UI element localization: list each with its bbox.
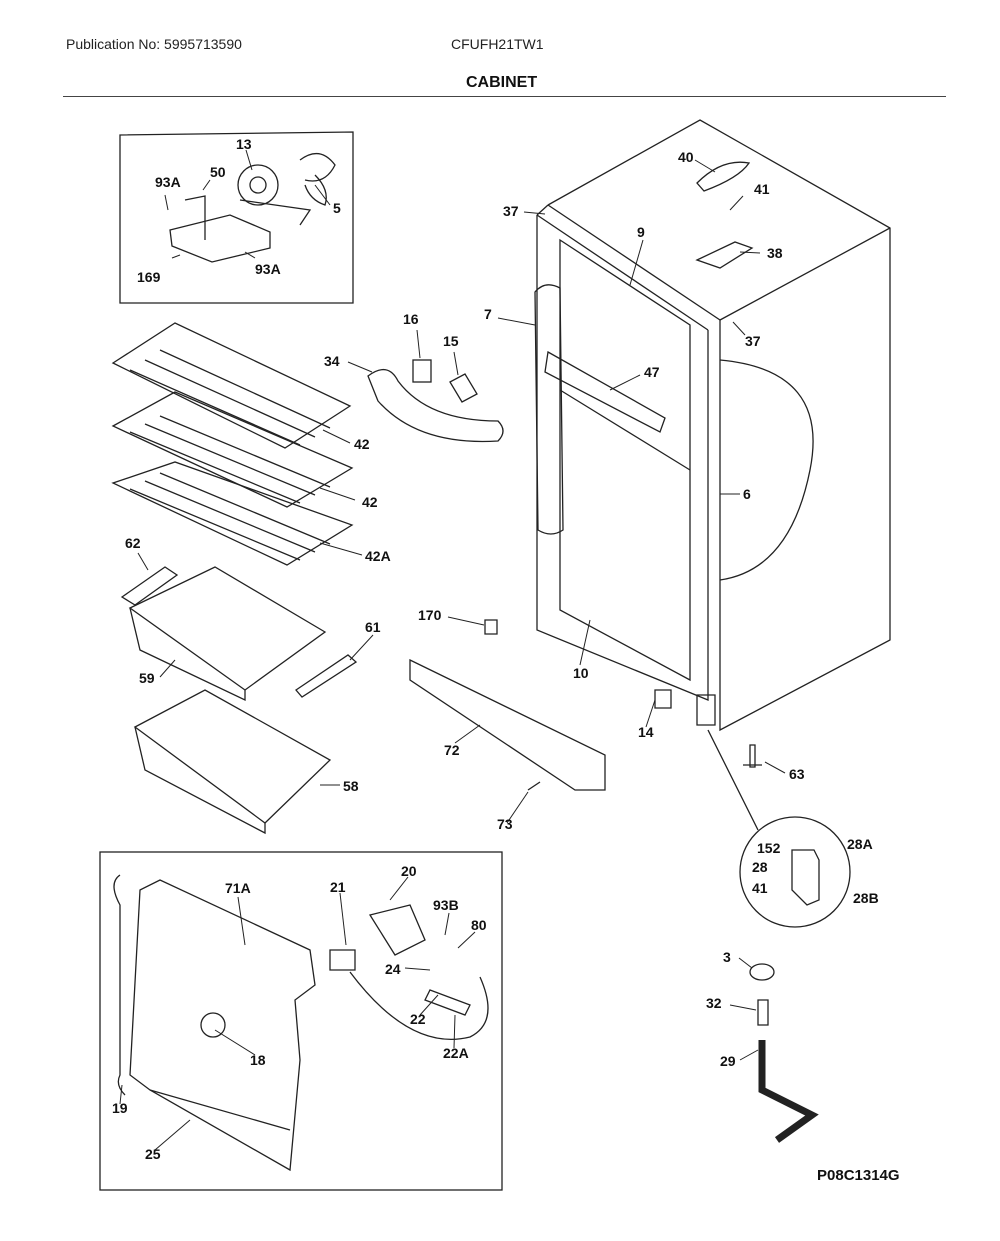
callout-22: 22 — [410, 1011, 426, 1027]
callout-42-upper: 42 — [354, 436, 370, 452]
callout-6: 6 — [743, 486, 751, 502]
callout-59: 59 — [139, 670, 155, 686]
callout-18: 18 — [250, 1052, 266, 1068]
callout-47: 47 — [644, 364, 660, 380]
bottom-hinge-14 — [654, 689, 672, 709]
basket-bracket-62 — [120, 566, 179, 606]
light-bulb-15 — [449, 373, 478, 403]
callout-20: 20 — [401, 863, 417, 879]
callout-41-top: 41 — [754, 181, 770, 197]
wire-shelves-drawing — [111, 322, 354, 566]
callout-24: 24 — [385, 961, 401, 977]
callout-73: 73 — [497, 816, 513, 832]
callout-5: 5 — [333, 200, 341, 216]
callout-72: 72 — [444, 742, 460, 758]
callout-63: 63 — [789, 766, 805, 782]
cap-3 — [749, 963, 775, 981]
callout-169: 169 — [137, 269, 161, 285]
callout-37-top: 37 — [503, 203, 519, 219]
light-socket-16 — [412, 359, 432, 383]
callout-93a-lower: 93A — [255, 261, 281, 277]
callout-42a: 42A — [365, 548, 391, 564]
callout-71a: 71A — [225, 880, 251, 896]
callout-34: 34 — [324, 353, 340, 369]
light-shield-34 — [367, 369, 504, 443]
callout-28a: 28A — [847, 836, 873, 852]
drain-pan-drawing — [113, 874, 489, 1172]
basket-bracket-61 — [295, 654, 358, 698]
callout-50: 50 — [210, 164, 226, 180]
callout-3: 3 — [723, 949, 731, 965]
callout-28b: 28B — [853, 890, 879, 906]
callout-29: 29 — [720, 1053, 736, 1069]
callout-93b: 93B — [433, 897, 459, 913]
door-stop-29 — [758, 1040, 819, 1143]
hinge-detail-circle — [739, 816, 851, 928]
callout-25: 25 — [145, 1146, 161, 1162]
fan-assembly-inset-box — [119, 131, 354, 304]
callout-170: 170 — [418, 607, 442, 623]
page-title: CABINET — [466, 74, 538, 91]
top-hinge-cover-40 — [696, 161, 751, 192]
callout-80: 80 — [471, 917, 487, 933]
callout-22a: 22A — [443, 1045, 469, 1061]
drain-assembly-inset-box — [99, 851, 503, 1191]
callout-38: 38 — [767, 245, 783, 261]
callout-62: 62 — [125, 535, 141, 551]
screw-73 — [527, 781, 541, 791]
publication-number: Publication No: 5995713590 — [66, 36, 242, 52]
bushing-32 — [757, 999, 769, 1026]
diagram-code: P08C1314G — [817, 1167, 900, 1184]
callout-14: 14 — [638, 724, 654, 740]
leveler-63 — [743, 744, 762, 768]
callout-152: 152 — [757, 840, 781, 856]
model-number: CFUFH21TW1 — [451, 36, 544, 52]
callout-10: 10 — [573, 665, 589, 681]
callout-9: 9 — [637, 224, 645, 240]
toe-grille-72 — [409, 658, 606, 791]
callout-40: 40 — [678, 149, 694, 165]
fan-bracket-drawing — [169, 153, 336, 263]
callout-28: 28 — [752, 859, 768, 875]
callout-41-hinge: 41 — [752, 880, 768, 896]
shelf-support-47 — [544, 350, 666, 433]
top-hinge-38 — [695, 241, 754, 269]
part-170 — [484, 619, 498, 635]
baskets-drawing — [128, 566, 332, 835]
door-gasket-strip — [534, 284, 564, 535]
callout-19: 19 — [112, 1100, 128, 1116]
callout-61: 61 — [365, 619, 381, 635]
callout-16: 16 — [403, 311, 419, 327]
header-divider — [63, 96, 946, 97]
callout-32: 32 — [706, 995, 722, 1011]
callout-15: 15 — [443, 333, 459, 349]
callout-93a-upper: 93A — [155, 174, 181, 190]
cabinet-body-drawing — [536, 119, 891, 732]
callout-42-lower: 42 — [362, 494, 378, 510]
callout-37-right: 37 — [745, 333, 761, 349]
callout-13: 13 — [236, 136, 252, 152]
callout-21: 21 — [330, 879, 346, 895]
callout-7: 7 — [484, 306, 492, 322]
callout-58: 58 — [343, 778, 359, 794]
